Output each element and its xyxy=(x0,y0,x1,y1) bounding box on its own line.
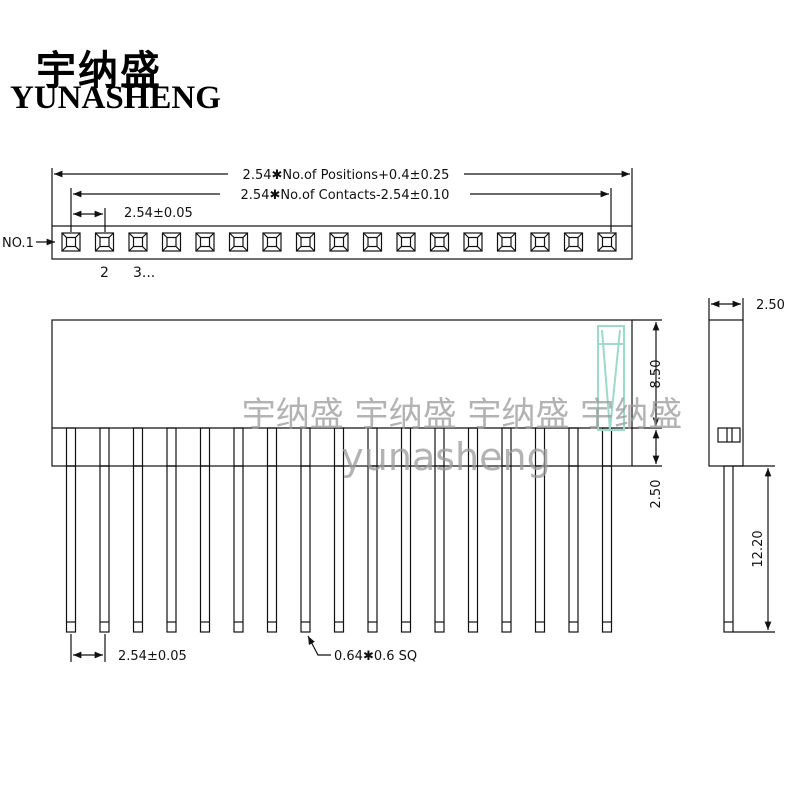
pin xyxy=(65,427,77,633)
dim-pin-length-label: 12.20 xyxy=(751,530,766,567)
side-view-pin xyxy=(723,465,734,633)
socket-opening xyxy=(329,232,349,252)
socket-opening xyxy=(228,232,249,252)
dim-side-width-label: 2.50 xyxy=(756,298,785,313)
socket-opening xyxy=(195,232,215,252)
socket-row xyxy=(61,232,617,252)
contact-highlight xyxy=(597,325,625,431)
socket-opening xyxy=(262,232,282,252)
pin xyxy=(300,427,311,633)
socket-opening xyxy=(429,232,450,252)
dim-pitch-bottom-label: 2.54±0.05 xyxy=(118,649,187,664)
socket-opening xyxy=(61,232,81,252)
dim-contacts-label: 2.54✱No.of Contacts-2.54±0.10 xyxy=(241,188,450,203)
dim-height-label: 8.50 xyxy=(649,360,664,389)
watermark-en: yunasheng xyxy=(341,435,550,479)
pin-size-leader xyxy=(307,635,331,656)
watermark-cn: 宇纳盛 宇纳盛 宇纳盛 宇纳盛 xyxy=(242,395,682,435)
socket-opening xyxy=(563,232,584,252)
socket-opening xyxy=(530,232,550,252)
socket-opening xyxy=(161,232,182,252)
pin xyxy=(534,427,546,633)
pin xyxy=(99,427,110,633)
pin xyxy=(501,427,512,633)
socket-opening xyxy=(496,232,517,252)
pin-row xyxy=(65,427,613,633)
socket-opening xyxy=(362,232,383,252)
pin xyxy=(400,427,412,633)
socket-opening xyxy=(94,232,115,252)
dim-pin-label: 0.64✱0.6 SQ xyxy=(334,649,417,664)
socket-opening xyxy=(597,232,617,252)
dim-overall-label: 2.54✱No.of Positions+0.4±0.25 xyxy=(243,168,450,183)
pin xyxy=(333,427,345,633)
brand-name-en: YUNASHENG xyxy=(10,80,221,116)
socket-opening xyxy=(463,232,483,252)
pin xyxy=(601,427,613,633)
pin xyxy=(132,427,144,633)
pin xyxy=(233,427,244,633)
pin xyxy=(199,427,211,633)
brand-logo: 宇纳盛 YUNASHENG xyxy=(0,0,240,120)
side-view-housing xyxy=(708,319,744,467)
dim-lower-label: 2.50 xyxy=(649,480,664,509)
pin2-label: 2 xyxy=(100,265,109,281)
brand-name-cn: 宇纳盛 xyxy=(36,48,162,94)
socket-opening xyxy=(295,232,316,252)
socket-opening xyxy=(128,232,148,252)
dim-pitch-top-label: 2.54±0.05 xyxy=(124,206,193,221)
pin xyxy=(266,427,278,633)
pin xyxy=(434,427,445,633)
side-contact-window xyxy=(717,427,741,443)
side-view xyxy=(708,298,775,633)
pin1-label: NO.1 xyxy=(2,236,34,251)
socket-opening xyxy=(396,232,416,252)
pin xyxy=(367,427,378,633)
pin3-label: 3... xyxy=(133,265,155,281)
front-view xyxy=(51,319,662,662)
pin xyxy=(166,427,177,633)
pin xyxy=(568,427,579,633)
pin xyxy=(467,427,479,633)
